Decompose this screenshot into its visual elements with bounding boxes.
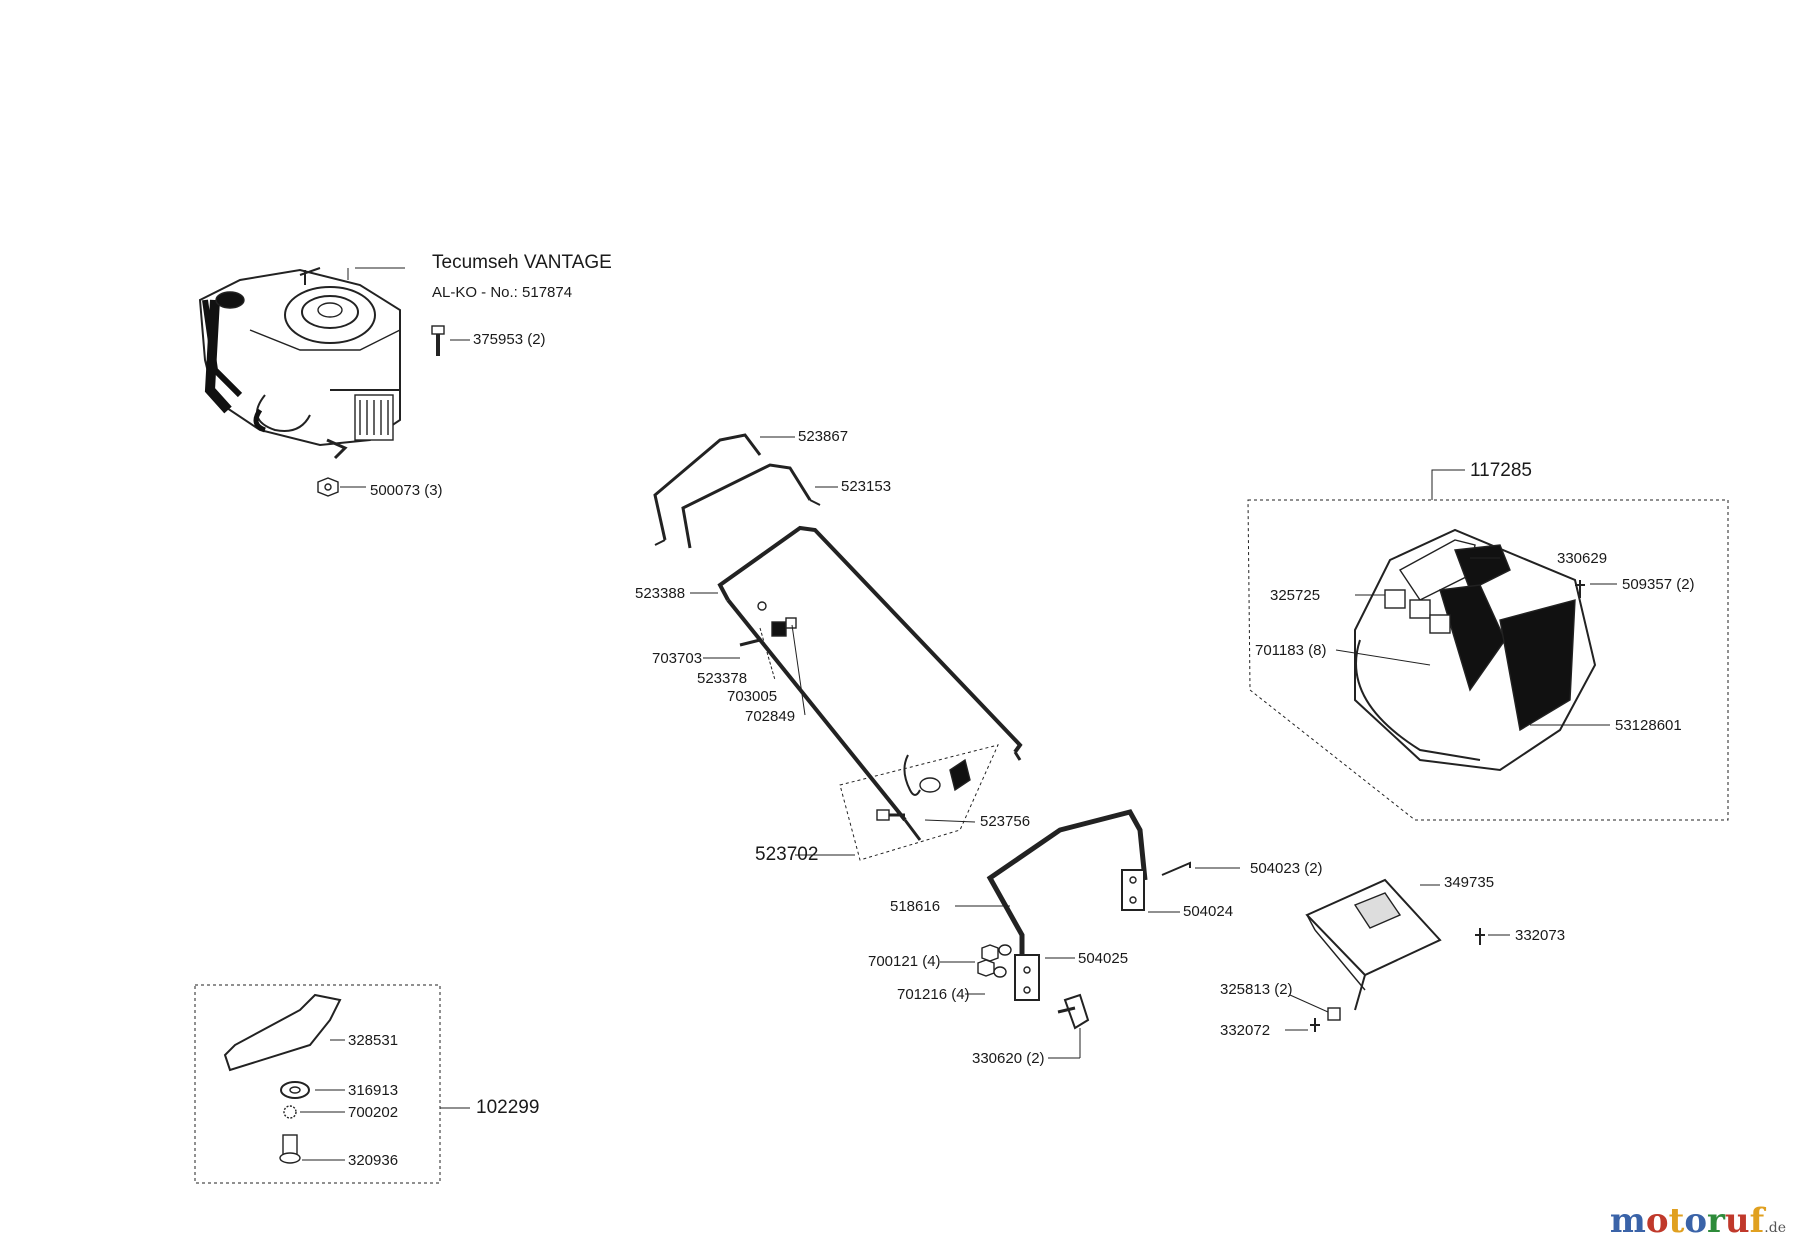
blade-kit (194, 984, 470, 1184)
part-label-320936: 320936 (348, 1152, 399, 1169)
logo-letter: u (1724, 1201, 1750, 1241)
logo-letter: o (1684, 1201, 1707, 1241)
part-label-328531: 328531 (348, 1032, 399, 1049)
part-label-509357: 509357 (2) (1622, 576, 1695, 593)
upper-handle-assembly (653, 433, 1023, 861)
grass-catcher-assembly (1247, 469, 1729, 821)
part-label-500073: 500073 (3) (370, 482, 443, 499)
part-label-504024: 504024 (1183, 903, 1234, 920)
part-label-523378: 523378 (697, 670, 748, 687)
engine-title: Tecumseh VANTAGE (432, 252, 612, 273)
part-label-523702: 523702 (755, 844, 819, 865)
logo-letter: o (1645, 1201, 1669, 1241)
logo-letter: t (1668, 1201, 1685, 1241)
part-label-523388: 523388 (635, 585, 686, 602)
part-label-700202: 700202 (348, 1104, 399, 1121)
part-label-330620: 330620 (2) (972, 1050, 1045, 1067)
part-label-523153: 523153 (841, 478, 892, 495)
part-label-523867: 523867 (798, 428, 849, 445)
logo-letter: m (1609, 1201, 1646, 1241)
part-label-702849: 702849 (745, 708, 796, 725)
engine-alko-number: AL-KO - No.: 517874 (432, 284, 573, 301)
engine-illustration (198, 267, 405, 460)
part-label-375953: 375953 (2) (473, 331, 546, 348)
part-label-53128601: 53128601 (1615, 717, 1682, 734)
part-label-703005: 703005 (727, 688, 778, 705)
part-label-325725: 325725 (1270, 587, 1321, 604)
rear-flap-assembly (1285, 878, 1510, 1032)
logo-letter: f (1749, 1201, 1765, 1241)
part-label-117285: 117285 (1470, 460, 1532, 481)
part-label-316913: 316913 (348, 1082, 399, 1099)
part-label-518616: 518616 (890, 898, 941, 915)
nut-500073 (317, 477, 366, 497)
part-label-703703: 703703 (652, 650, 703, 667)
part-label-504025: 504025 (1078, 950, 1129, 967)
part-label-332073: 332073 (1515, 927, 1566, 944)
part-label-349735: 349735 (1444, 874, 1495, 891)
motoruf-logo: motoruf.de (1610, 1201, 1786, 1241)
part-label-523756: 523756 (980, 813, 1031, 830)
part-label-330629: 330629 (1557, 550, 1608, 567)
part-label-701216: 701216 (4) (897, 986, 970, 1003)
logo-letter: r (1707, 1201, 1725, 1241)
part-label-701183: 701183 (8) (1255, 642, 1327, 659)
part-label-325813: 325813 (2) (1220, 981, 1293, 998)
part-label-504023: 504023 (2) (1250, 860, 1323, 877)
part-label-700121: 700121 (4) (868, 953, 941, 970)
bolt-375953 (431, 325, 470, 356)
logo-suffix: .de (1764, 1220, 1786, 1236)
part-label-332072: 332072 (1220, 1022, 1271, 1039)
lower-handle-assembly (940, 809, 1240, 1059)
part-label-102299: 102299 (476, 1097, 540, 1118)
